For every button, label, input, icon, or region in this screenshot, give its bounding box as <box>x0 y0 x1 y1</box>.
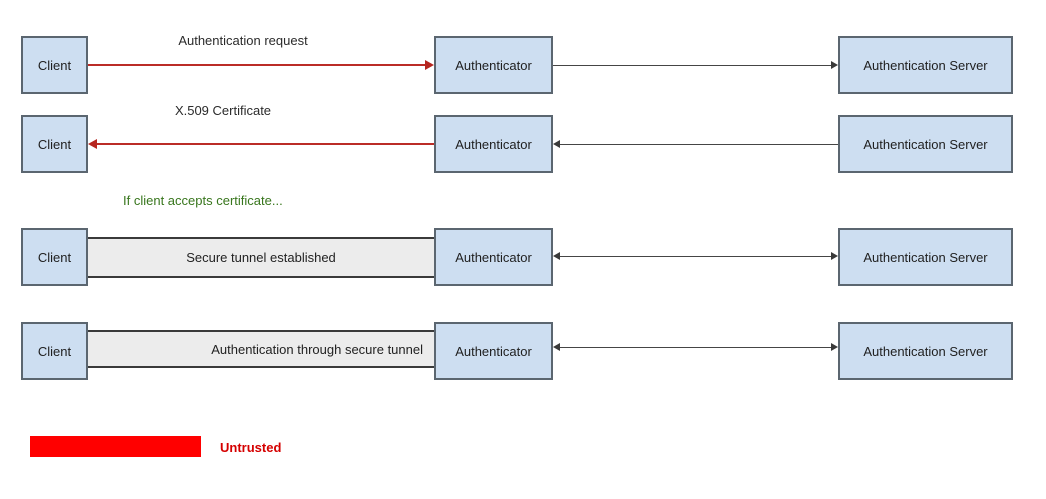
arrowhead-right-icon <box>831 61 838 69</box>
arrowhead-left-icon <box>553 343 560 351</box>
authenticator-label: Authenticator <box>455 249 532 265</box>
server-node-row1: Authentication Server <box>838 36 1013 94</box>
client-label: Client <box>37 57 72 73</box>
untrusted-arrow-line <box>88 64 425 66</box>
arrowhead-left-icon <box>553 252 560 260</box>
server-node-row3: Authentication Server <box>838 228 1013 286</box>
auth-to-server-line <box>553 65 831 66</box>
client-label: Client <box>37 249 72 265</box>
authenticator-node-row2: Authenticator <box>434 115 553 173</box>
arrowhead-left-icon <box>88 139 97 149</box>
client-node-row4: Client <box>21 322 88 380</box>
arrowhead-left-icon <box>553 140 560 148</box>
authenticator-label: Authenticator <box>455 343 532 359</box>
authenticator-node-row3: Authenticator <box>434 228 553 286</box>
server-label: Authentication Server <box>863 57 988 73</box>
server-label: Authentication Server <box>863 343 988 359</box>
untrusted-arrow-line <box>97 143 434 145</box>
authenticator-label: Authenticator <box>455 136 532 152</box>
authenticator-label: Authenticator <box>455 57 532 73</box>
client-node-row2: Client <box>21 115 88 173</box>
authenticator-node-row4: Authenticator <box>434 322 553 380</box>
message-label-x509-certificate: X.509 Certificate <box>174 103 272 118</box>
authenticator-node-row1: Authenticator <box>434 36 553 94</box>
server-node-row4: Authentication Server <box>838 322 1013 380</box>
untrusted-legend-label: Untrusted <box>220 440 282 455</box>
auth-server-bidirectional-line <box>560 347 831 348</box>
auth-server-bidirectional-line <box>560 256 831 257</box>
untrusted-legend-swatch <box>30 436 201 457</box>
server-node-row2: Authentication Server <box>838 115 1013 173</box>
server-to-auth-line <box>560 144 838 145</box>
client-label: Client <box>37 136 72 152</box>
message-label-authentication-request: Authentication request <box>178 33 308 48</box>
client-node-row1: Client <box>21 36 88 94</box>
arrowhead-right-icon <box>425 60 434 70</box>
secure-tunnel-row3: Secure tunnel established <box>85 237 437 278</box>
server-label: Authentication Server <box>863 136 988 152</box>
server-label: Authentication Server <box>863 249 988 265</box>
tunnel-label: Authentication through secure tunnel <box>211 341 423 357</box>
client-node-row3: Client <box>21 228 88 286</box>
arrowhead-right-icon <box>831 252 838 260</box>
arrowhead-right-icon <box>831 343 838 351</box>
client-label: Client <box>37 343 72 359</box>
secure-tunnel-row4: Authentication through secure tunnel <box>85 330 437 368</box>
certificate-acceptance-note: If client accepts certificate... <box>123 193 283 208</box>
tunnel-label: Secure tunnel established <box>186 250 336 265</box>
